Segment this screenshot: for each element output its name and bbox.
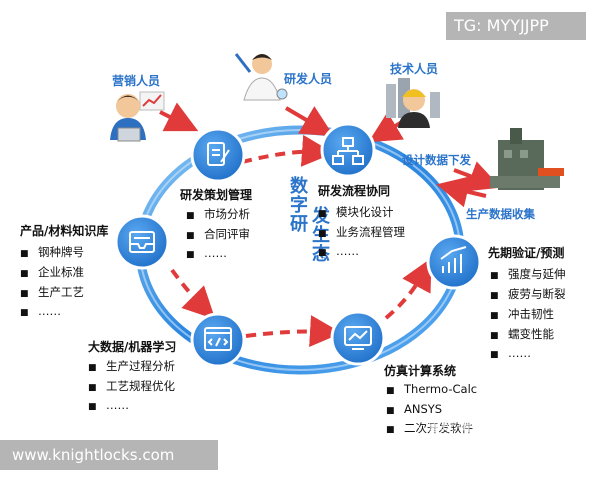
overlay-url-bottom-left[interactable]: www.knightlocks.com [0,440,218,470]
code-window-icon [204,327,232,351]
flow-arrow-bigdata-to-sim [245,315,342,348]
node-simulation-item: Thermo-Calc [386,382,477,396]
central-title-char: 字 [290,194,308,216]
role-research-label: 研发人员 [284,72,333,86]
node-knowledge-item: 钢种牌号 [20,244,84,260]
growth-chart-icon [440,246,467,273]
node-knowledge-title: 产品/材料知识库 [20,224,109,238]
hierarchy-icon [332,137,364,165]
arrow-tech-to-process [368,112,404,143]
node-process [320,122,376,178]
sales-person-illustration [110,91,165,142]
arrow-production-collect [436,176,487,208]
node-process-item: 模块化设计 [318,204,394,220]
watermark-text: 雪球 青青岛青青岛 [428,420,537,435]
monitor-chart-icon [344,326,372,350]
arrow-sales-to-planning [159,102,199,132]
flow-arrow-plan-to-process [241,134,334,167]
node-verify [426,234,482,290]
node-bigdata [190,312,246,368]
node-process-item: 业务流程管理 [318,224,405,240]
overlay-tag-top-right: TG: MYYJJPP [446,12,586,40]
node-knowledge [114,214,170,270]
arrow-design-down [453,161,501,192]
flow-production-collect-label: 生产数据收集 [466,207,535,221]
node-planning-item: 合同评审 [186,226,250,242]
node-verify-item: 冲击韧性 [490,306,554,322]
node-process-item: …… [318,244,359,258]
node-planning-item: 市场分析 [186,206,250,222]
role-sales-label: 营销人员 [112,74,161,88]
node-verify-title: 先期验证/预测 [488,246,565,260]
node-knowledge-item: 企业标准 [20,264,84,280]
node-simulation-item: ANSYS [386,402,442,416]
node-knowledge-item: …… [20,304,61,318]
node-bigdata-item: …… [88,398,129,412]
node-planning-item: …… [186,246,227,260]
flow-arrow-knowledge-to-bigdata [170,268,216,320]
inbox-icon [129,231,155,253]
node-verify-item: …… [490,346,531,360]
flow-design-down-label: 设计数据下发 [402,153,471,167]
node-verify-item: 疲劳与断裂 [490,286,566,302]
node-verify-item: 蠕变性能 [490,326,554,342]
node-simulation [330,310,386,366]
node-bigdata-item: 生产过程分析 [88,358,175,374]
document-edit-icon [207,142,230,166]
node-bigdata-item: 工艺规程优化 [88,378,175,394]
node-simulation-title: 仿真计算系统 [384,364,457,378]
factory-illustration [490,128,564,190]
node-simulation-item: 二次开发软件 [386,420,473,436]
central-title-char: 数 [290,175,309,197]
node-bigdata-title: 大数据/机器学习 [88,340,177,354]
arrow-research-to-process [284,106,334,137]
flow-arrow-sim-to-verify [384,257,432,320]
central-title-char: 研 [290,214,308,235]
node-process-title: 研发流程协同 [318,184,391,198]
researcher-illustration [234,53,288,101]
node-planning-title: 研发策划管理 [180,188,253,202]
node-planning [190,127,246,183]
node-knowledge-item: 生产工艺 [20,284,84,300]
central-title: 数字研发生态 [290,175,331,265]
tech-person-illustration [386,78,440,128]
node-verify-item: 强度与延伸 [490,266,566,282]
role-tech-label: 技术人员 [390,62,439,76]
